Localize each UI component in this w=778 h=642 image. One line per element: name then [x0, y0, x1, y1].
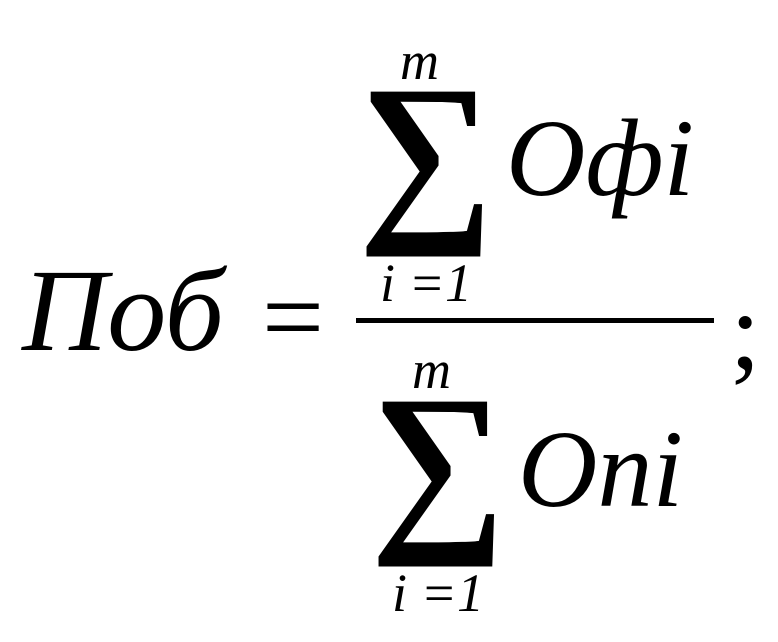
- formula-lhs: Поб: [22, 245, 225, 376]
- numerator-summation-icon: ∑: [358, 48, 494, 258]
- fraction-bar: [356, 318, 714, 323]
- denominator-upper-limit: m: [412, 340, 451, 400]
- equals-sign: =: [262, 256, 325, 378]
- denominator-summation-icon: ∑: [370, 358, 506, 568]
- denominator-term: Опі: [518, 408, 683, 530]
- numerator-upper-limit: m: [400, 31, 439, 91]
- numerator-lower-limit: i =1: [380, 253, 472, 313]
- denominator-lower-limit: i =1: [392, 563, 484, 623]
- semicolon: ;: [730, 270, 761, 392]
- numerator-term: Офі: [506, 97, 695, 219]
